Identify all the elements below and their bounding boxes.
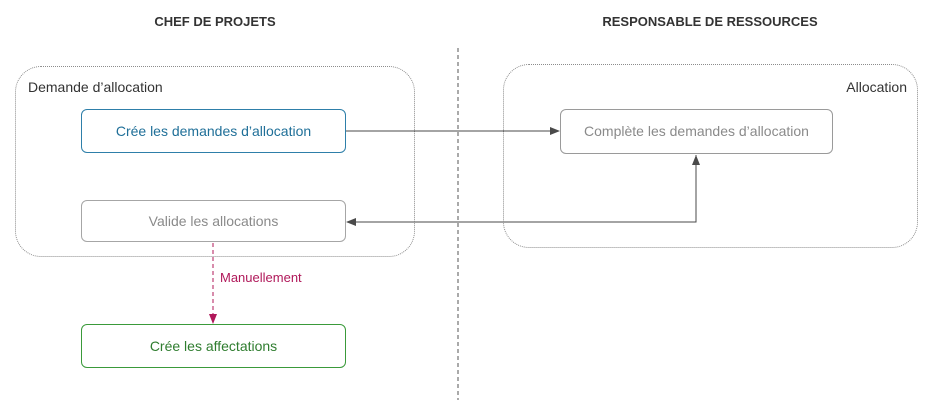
box-create-assignments: Crée les affectations [81, 324, 346, 368]
lane-title-responsable-de-ressources: RESPONSABLE DE RESSOURCES [602, 14, 818, 29]
group-demande-allocation [15, 66, 415, 257]
group-allocation [503, 64, 918, 248]
arrow-complete-to-validate-start-head [692, 155, 700, 165]
edge-label-manuellement: Manuellement [220, 270, 302, 285]
group-label-demande-allocation: Demande d’allocation [28, 79, 163, 95]
group-label-allocation: Allocation [846, 79, 907, 95]
box-create-allocation-requests: Crée les demandes d’allocation [81, 109, 346, 153]
box-validate-allocations: Valide les allocations [81, 200, 346, 242]
lane-title-chef-de-projets: CHEF DE PROJETS [154, 14, 276, 29]
arrow-complete-to-validate [346, 155, 697, 226]
box-complete-allocation-requests: Complète les demandes d’allocation [560, 109, 833, 154]
